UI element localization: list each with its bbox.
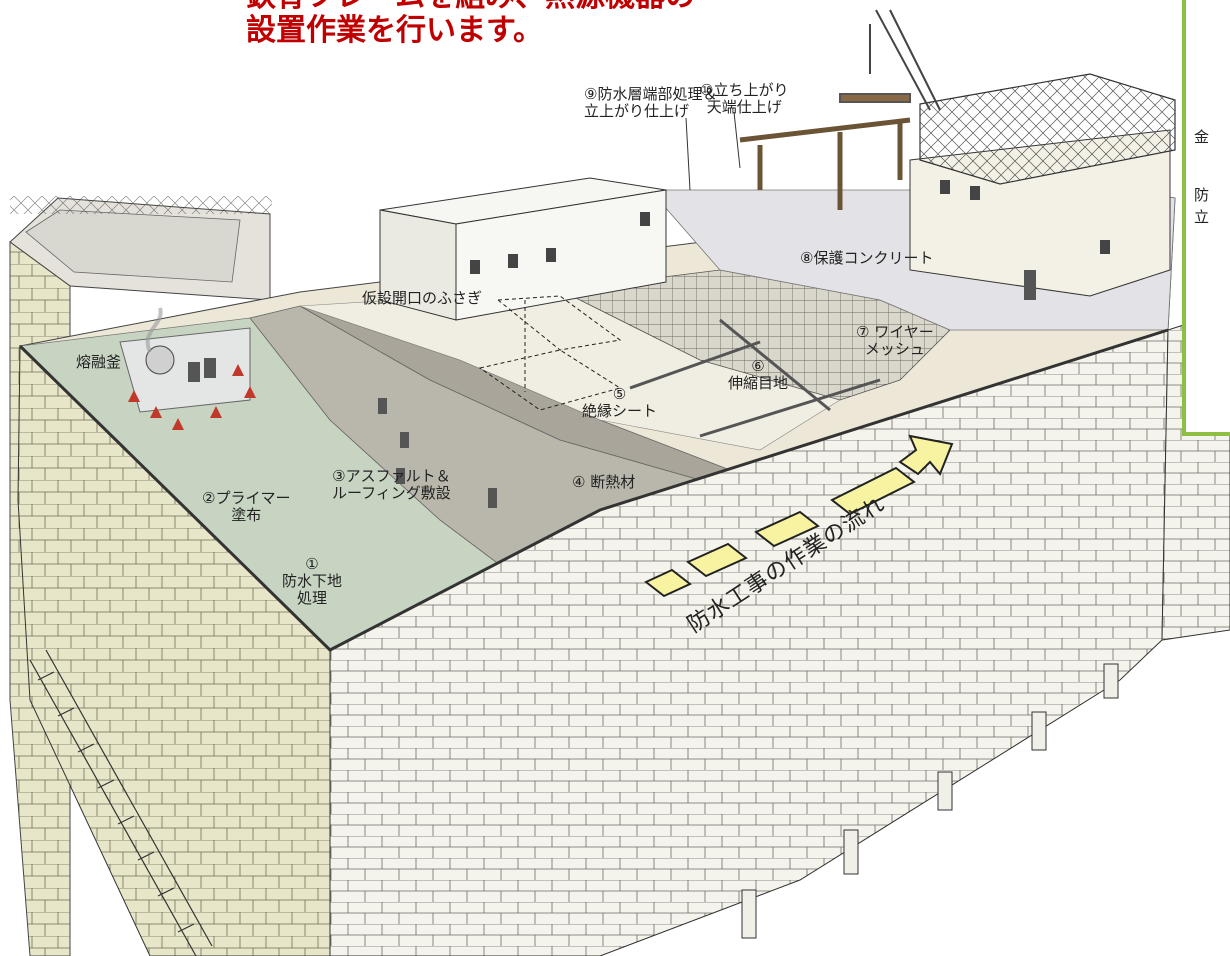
exterior-ladder (29, 649, 213, 956)
label-step-8: ⑧保護コンクリート (800, 249, 934, 267)
side-panel-char: 防 (1194, 186, 1210, 204)
heading-line: 設置作業を行います。 (246, 13, 543, 48)
flow-arrow-segment (754, 510, 820, 548)
label-step-3: ③アスファルト＆ ルーフィング敷設 (332, 467, 451, 502)
label-step-2: ②プライマー 塗布 (202, 489, 291, 524)
flow-arrow-head (898, 434, 954, 476)
label-step-6: ⑥ 伸縮目地 (728, 357, 789, 392)
label-melting-pot: 熔融釜 (76, 353, 122, 371)
flow-arrow-segment (686, 542, 748, 578)
label-temporary-opening: 仮設開口のふさぎ (362, 289, 483, 307)
flow-arrow-segment (830, 466, 916, 516)
heading-line-cut: 鉄骨フレームを組み、熱源機器の (246, 0, 695, 14)
foundation-piers (741, 663, 1119, 939)
parapet-railing (18, 328, 1169, 652)
label-step-4: ④ 断熱材 (572, 473, 636, 491)
crane (839, 9, 941, 111)
label-step-1: ① 防水下地 処理 (282, 555, 343, 607)
roofing-rolls (378, 398, 497, 508)
label-step-5: ⑤ 絶縁シート (582, 385, 658, 420)
side-panel-char: 金 (1194, 128, 1210, 146)
label-step-9: ⑨防水層端部処理＆ 立上がり仕上げ (584, 85, 718, 120)
safety-cones (128, 364, 256, 430)
leader-lines (685, 111, 741, 191)
melting-pot-area (119, 307, 251, 413)
label-step-10: ⑩立ち上がり 天端仕上げ (700, 81, 789, 116)
label-step-7: ⑦ ワイヤー メッシュ (856, 323, 934, 358)
temporary-opening-outline (478, 295, 622, 411)
flow-arrow-segment (644, 568, 692, 598)
machine-room-building (909, 73, 1176, 300)
side-panel-char: 立 (1194, 208, 1210, 226)
wood-frame (739, 117, 911, 210)
expansion-joints (629, 318, 881, 438)
penthouse-block (379, 177, 667, 321)
work-flow-arrows (644, 434, 954, 598)
side-info-panel: 金 防 立 (1182, 0, 1230, 436)
